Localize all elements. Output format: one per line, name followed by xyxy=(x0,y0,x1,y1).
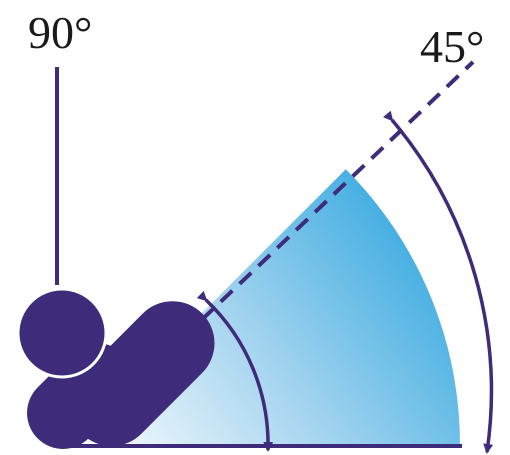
label-90-degrees: 90° xyxy=(28,7,92,58)
label-45-degrees: 45° xyxy=(420,21,484,72)
reclining-figure-icon xyxy=(16,287,215,449)
diagonal-45-line xyxy=(68,60,475,447)
inner-angle-arc xyxy=(196,290,274,452)
outer-angle-arc xyxy=(383,110,494,454)
